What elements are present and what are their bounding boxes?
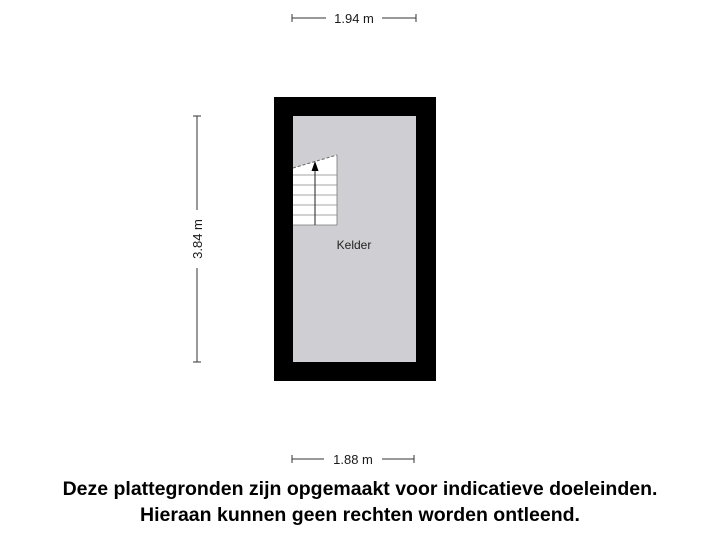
disclaimer-line-2: Hieraan kunnen geen rechten worden ontle… — [140, 504, 580, 526]
disclaimer: Deze plattegronden zijn opgemaakt voor i… — [0, 476, 720, 528]
disclaimer-line-1: Deze plattegronden zijn opgemaakt voor i… — [62, 478, 658, 500]
bottom-dimension-label: 1.88 m — [333, 452, 373, 467]
floor-area — [293, 116, 416, 362]
staircase — [292, 154, 338, 226]
bottom-dimension: 1.88 m — [291, 452, 415, 467]
top-dimension: 1.94 m — [291, 11, 417, 26]
room-label-kelder: Kelder — [337, 238, 372, 252]
left-dimension: 3.84 m — [190, 115, 205, 363]
left-dimension-label: 3.84 m — [190, 219, 205, 259]
top-dimension-label: 1.94 m — [334, 11, 374, 26]
stairs-direction-arrow-icon — [311, 161, 319, 171]
